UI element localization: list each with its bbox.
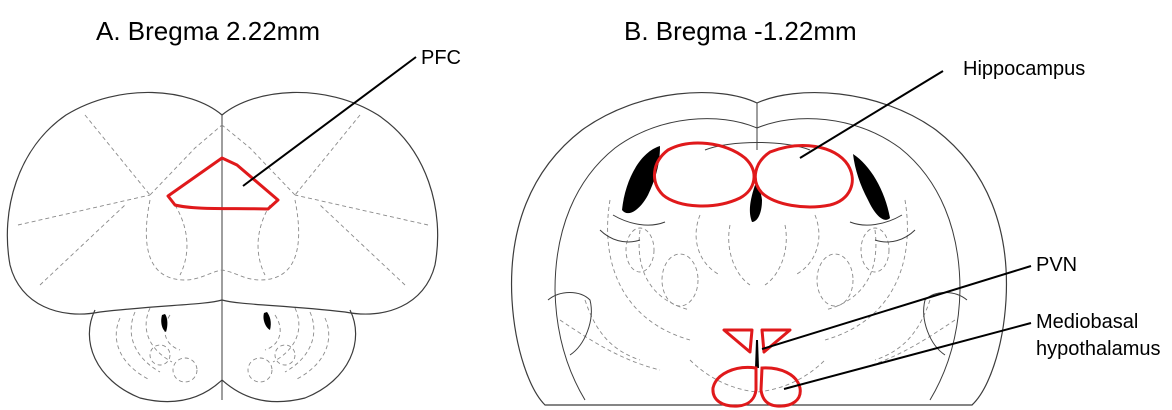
panel-b-section [512, 71, 1031, 406]
panel-b-brain-outline [512, 93, 1007, 405]
hippocampus-pointer-line [800, 71, 943, 158]
panel-b-third-ventricle-ventral [755, 340, 759, 368]
pfc-pointer-line [243, 57, 416, 186]
pvn-left-outline [724, 330, 752, 352]
pfc-region-outline [168, 158, 278, 209]
panel-b-solid-structures [548, 143, 967, 356]
panel-b-right-lateral-ventricle [853, 154, 890, 220]
hippocampus-left-outline [654, 143, 754, 206]
mediobasal-left-outline [713, 367, 756, 406]
panel-a-section [7, 57, 437, 402]
panel-a-left-ventricle [161, 314, 167, 332]
panel-a-dashed-boundaries [18, 115, 428, 382]
mediobasal-pointer-line [784, 323, 1031, 389]
pvn-pointer-line [762, 266, 1031, 349]
panel-a-right-ventricle [263, 312, 270, 330]
